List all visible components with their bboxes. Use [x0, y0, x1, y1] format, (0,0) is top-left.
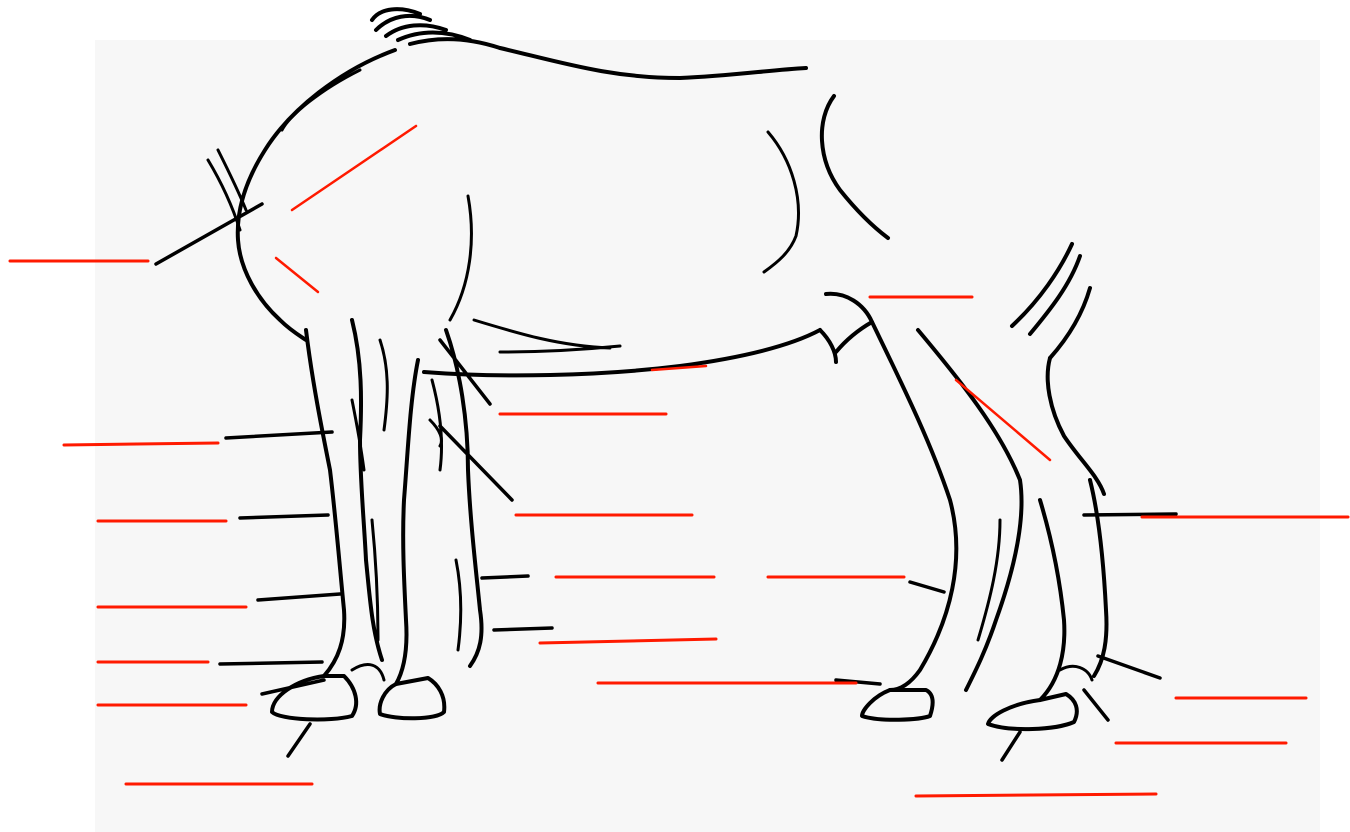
leader-fetlock — [220, 662, 322, 664]
leader-gaskin — [1084, 514, 1176, 515]
leader-far-fetlock — [494, 628, 552, 630]
label-blank-18 — [916, 794, 1156, 796]
leader-far-cannon — [482, 576, 528, 578]
label-blank-2 — [64, 443, 218, 445]
